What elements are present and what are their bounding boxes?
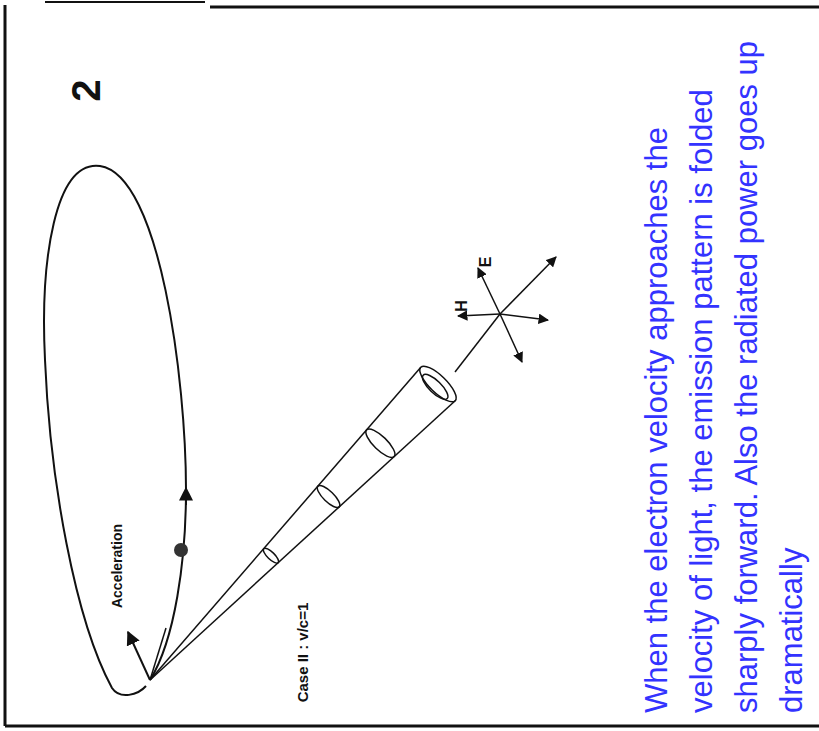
- vector-label: Acceleration: [109, 524, 125, 608]
- field-label: H: [453, 300, 471, 312]
- field-vectors: [455, 257, 556, 372]
- orbit-arrow: [185, 488, 187, 505]
- electron: [174, 543, 188, 557]
- frame: [5, 2, 819, 726]
- electron-orbit: [44, 166, 186, 695]
- field-label: E: [477, 257, 495, 268]
- figure-number: 2: [64, 79, 109, 101]
- caption: When the electron velocity approaches th…: [634, 23, 814, 713]
- acceleration-arrow: [128, 632, 150, 680]
- case-label: Case II : v/c=1: [295, 602, 312, 702]
